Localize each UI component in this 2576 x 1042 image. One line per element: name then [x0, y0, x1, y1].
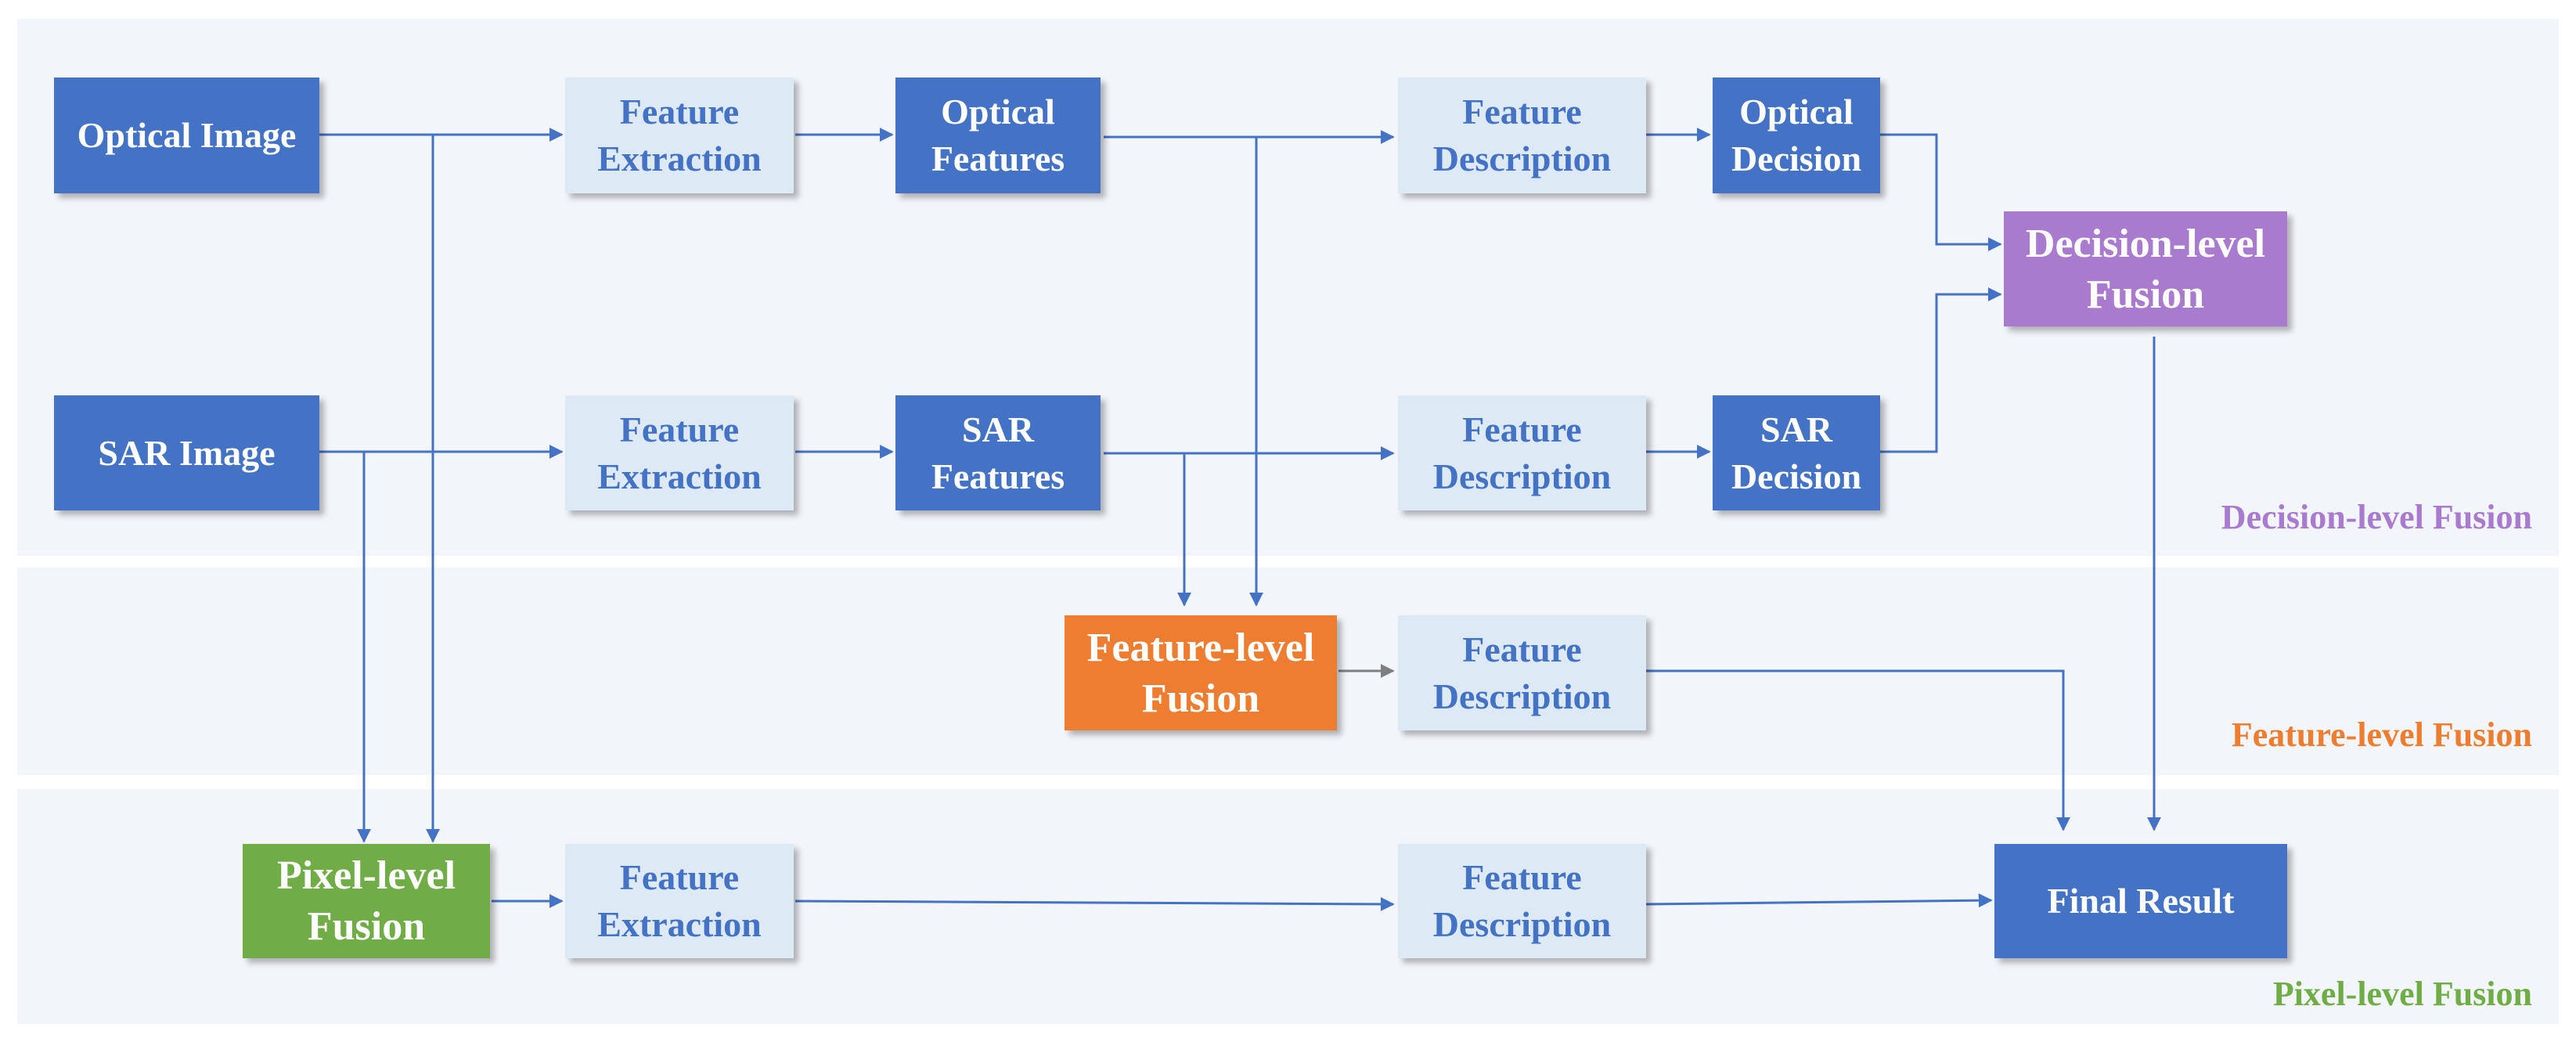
decision-level-band-label: Decision-level Fusion — [2221, 498, 2532, 536]
sar-image-node: SAR Image — [54, 395, 319, 510]
optical-decision-node: Optical Decision — [1713, 78, 1880, 193]
feature-level-fusion-node: Feature-level Fusion — [1065, 615, 1337, 730]
feature-extraction-pixel-node: Feature Extraction — [565, 844, 794, 958]
optical-image-node: Optical Image — [54, 78, 319, 193]
feature-description-feature-node: Feature Description — [1398, 615, 1646, 730]
arrow-feature-description-to-final — [1646, 669, 2070, 831]
arrow-optical-decision-to-decision-fusion — [1880, 133, 2002, 251]
arrow-extraction-to-description — [794, 896, 1395, 911]
feature-extraction-optical-node: Feature Extraction — [565, 78, 794, 193]
arrow-sar-decision-to-decision-fusion — [1880, 287, 2002, 453]
pixel-level-band-label: Pixel-level Fusion — [2272, 975, 2532, 1013]
feature-extraction-sar-node: Feature Extraction — [565, 395, 794, 510]
decision-level-fusion-node: Decision-level Fusion — [2004, 211, 2287, 326]
feature-description-pixel-node: Feature Description — [1398, 844, 1646, 958]
feature-description-optical-node: Feature Description — [1398, 78, 1646, 193]
final-result-node: Final Result — [1994, 844, 2287, 958]
sar-decision-node: SAR Decision — [1713, 395, 1880, 510]
optical-features-node: Optical Features — [895, 78, 1101, 193]
feature-description-sar-node: Feature Description — [1398, 395, 1646, 510]
pixel-level-fusion-node: Pixel-level Fusion — [243, 844, 490, 958]
arrow-description-to-final — [1645, 893, 1993, 908]
feature-level-band-label: Feature-level Fusion — [2231, 716, 2532, 754]
sar-features-node: SAR Features — [895, 395, 1101, 510]
